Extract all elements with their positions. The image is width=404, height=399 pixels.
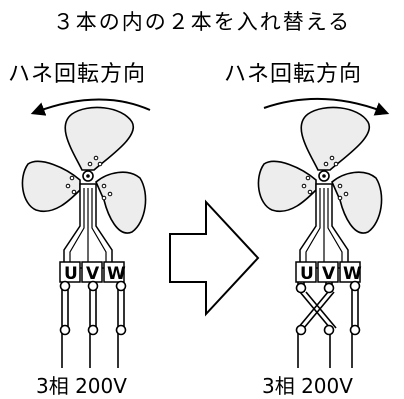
right-blade-rivets bbox=[301, 155, 349, 201]
left-terminal-v: V bbox=[86, 264, 100, 284]
right-fan-blades bbox=[257, 106, 383, 234]
left-fan-assembly: U V W bbox=[21, 98, 151, 368]
left-rotation-arrow bbox=[30, 98, 151, 116]
swap-arrow bbox=[169, 199, 260, 317]
left-rotation-direction-label: ハネ回転方向 bbox=[8, 62, 147, 87]
left-supply-label: 3相 200V bbox=[36, 374, 127, 398]
right-terminal-w: W bbox=[343, 264, 362, 284]
left-wire-connectors bbox=[59, 280, 127, 336]
right-wire-connectors bbox=[295, 280, 361, 336]
right-rotation-direction-label: ハネ回転方向 bbox=[224, 62, 363, 87]
right-terminal-v: V bbox=[322, 264, 336, 284]
right-terminal-block bbox=[295, 261, 361, 283]
left-terminal-block bbox=[59, 261, 125, 283]
right-rotation-arrow bbox=[263, 97, 390, 116]
left-supply-wires bbox=[61, 282, 125, 368]
right-supply-label: 3相 200V bbox=[262, 374, 353, 398]
right-terminal-u: U bbox=[300, 264, 314, 284]
left-terminal-w: W bbox=[107, 264, 126, 284]
left-blade-rivets bbox=[65, 155, 113, 201]
right-fan-assembly: U V W bbox=[257, 97, 390, 368]
left-terminal-u: U bbox=[64, 264, 78, 284]
diagram-title: ３本の内の２本を入れ替える bbox=[52, 10, 352, 34]
left-fan-blades bbox=[21, 106, 147, 234]
